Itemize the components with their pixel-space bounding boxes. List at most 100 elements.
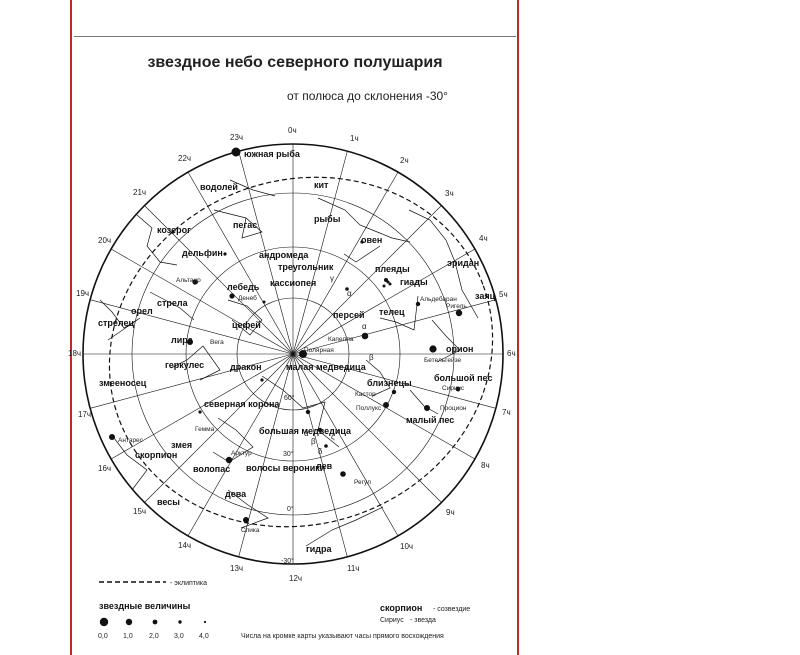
- hour-label: 22ч: [178, 154, 191, 163]
- star-label: Полярная: [304, 347, 334, 354]
- hour-line: [292, 171, 399, 355]
- hour-label: 2ч: [400, 156, 409, 165]
- constellation-label: скорпион: [135, 450, 177, 460]
- constellation-label: телец: [379, 307, 405, 317]
- hour-line: [144, 353, 294, 503]
- star-dot: [262, 300, 266, 304]
- constellation-label: стрела: [157, 298, 189, 308]
- star-label: Арктур: [231, 450, 252, 457]
- star-dot: [361, 332, 369, 340]
- star-dots: [109, 147, 463, 523]
- star-dot: [109, 434, 115, 440]
- star-dot: [305, 409, 311, 415]
- hour-line: [110, 353, 294, 460]
- legend-footnote: Числа на кромке карты указывают часы пря…: [241, 633, 444, 640]
- star-dot: [382, 284, 386, 288]
- right-red-margin-line: [517, 0, 519, 655]
- magnitude-value: 3,0: [174, 633, 184, 640]
- coordinate-grid: [82, 143, 504, 565]
- constellation-label: змея: [171, 440, 192, 450]
- hour-label: 20ч: [98, 236, 111, 245]
- greek-letter: α: [347, 289, 352, 298]
- constellation-label: волопас: [193, 464, 230, 474]
- star-dot: [455, 386, 461, 392]
- hour-line: [292, 353, 442, 503]
- constellation-label: лев: [316, 461, 333, 471]
- star-dot: [225, 456, 233, 464]
- asterism-line: [343, 245, 381, 263]
- asterism-line: [229, 179, 276, 197]
- hour-line: [187, 171, 294, 355]
- declination-label: -30°: [281, 557, 294, 565]
- star-label: Сириус: [442, 385, 465, 392]
- star-label: Процион: [440, 405, 467, 412]
- page-title: звездное небо северного полушария: [147, 54, 443, 71]
- asterism-line: [365, 359, 391, 397]
- hour-label: 21ч: [133, 188, 146, 197]
- constellation-label: цефей: [232, 320, 261, 330]
- asterism-line: [99, 299, 141, 341]
- constellation-label: заяц: [475, 291, 496, 301]
- magnitude-dot: [99, 617, 109, 627]
- declination-label: 0°: [287, 505, 294, 513]
- constellation-label: козерог: [157, 225, 191, 235]
- hour-label: 4ч: [479, 234, 488, 243]
- star-label: Капелла: [328, 336, 354, 343]
- star-dot: [229, 293, 235, 299]
- magnitude-dot: [152, 619, 158, 625]
- constellation-legend-note: - созвездие: [433, 606, 470, 613]
- constellation-legend-example: скорпион: [380, 603, 422, 613]
- greek-letter: ζ: [331, 432, 335, 441]
- magnitude-dot: [125, 618, 133, 626]
- hour-line: [187, 353, 294, 537]
- star-dot: [299, 350, 307, 358]
- constellation-label: дева: [225, 489, 247, 499]
- asterism-line: [212, 417, 254, 463]
- asterism-line: [227, 489, 269, 529]
- asterism-line: [305, 506, 384, 547]
- hour-line: [292, 353, 496, 409]
- greek-letter: β: [369, 353, 374, 362]
- star-label: Вега: [210, 339, 224, 346]
- constellation-label: малый пес: [406, 415, 454, 425]
- hour-line: [238, 353, 294, 557]
- hour-label: 11ч: [347, 564, 359, 573]
- hour-label: 9ч: [446, 508, 455, 517]
- asterism-line: [261, 375, 340, 448]
- magnitude-value: 1,0: [123, 633, 133, 640]
- hour-label: 14ч: [178, 541, 191, 550]
- top-rule: [74, 36, 516, 37]
- constellation-label: овен: [361, 235, 382, 245]
- asterism-line: [408, 209, 479, 319]
- constellation-label: эридан: [447, 258, 479, 268]
- constellation-label: пегас: [233, 220, 257, 230]
- declination-label: 30°: [283, 450, 294, 458]
- star-label: Поллукс: [356, 405, 382, 412]
- hour-line: [292, 151, 348, 355]
- hour-label: 13ч: [230, 564, 243, 573]
- hour-label: 7ч: [502, 408, 511, 417]
- asterism-line: [431, 319, 461, 363]
- constellation-lines: [99, 179, 479, 547]
- star-dot: [391, 389, 397, 395]
- hour-label: 16ч: [98, 464, 111, 473]
- constellation-label: дракон: [230, 362, 262, 372]
- hour-label: 0ч: [288, 126, 297, 135]
- constellation-label: близнецы: [367, 378, 412, 388]
- hour-line: [292, 353, 348, 557]
- ecliptic-line: [108, 176, 494, 528]
- star-dot: [243, 517, 249, 523]
- greek-letter: δ: [318, 447, 323, 456]
- star-label: Альтаир: [176, 277, 201, 284]
- constellation-label: орион: [446, 344, 473, 354]
- constellation-label: треугольник: [278, 262, 334, 272]
- star-dot: [192, 279, 198, 285]
- hour-label: 10ч: [400, 542, 413, 551]
- hour-label: 23ч: [230, 133, 243, 142]
- constellation-label: геркулес: [165, 360, 204, 370]
- star-label: Антарес: [118, 437, 144, 444]
- constellation-label: гиады: [400, 277, 428, 287]
- magnitude-dot: [178, 620, 182, 624]
- star-dot: [324, 444, 328, 448]
- hour-label: 12ч: [289, 574, 302, 583]
